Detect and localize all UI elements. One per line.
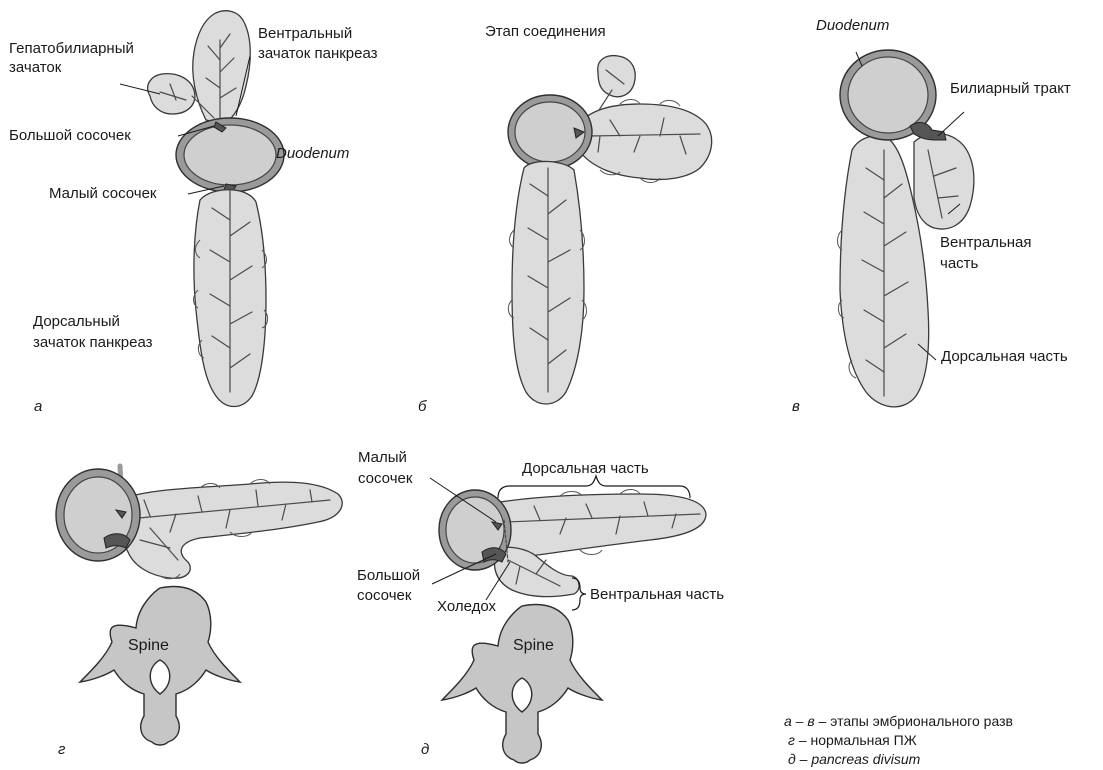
panel-v-dorsal-label: Дорсальная часть xyxy=(941,347,1068,367)
panel-d-letter: д xyxy=(421,740,429,760)
panel-a-hepatobiliary-label-1: Гепатобилиарный xyxy=(9,39,134,59)
panel-a-major-papilla-label: Большой сосочек xyxy=(9,126,131,146)
legend-row-3: д – pancreas divisum xyxy=(788,749,920,769)
panel-d-dorsal-label: Дорсальная часть xyxy=(522,459,649,479)
legend-text-1: этапы эмбрионального разв xyxy=(830,713,1013,729)
panel-a-letter: а xyxy=(34,397,42,417)
panel-a-dorsal-label-1: Дорсальный xyxy=(33,312,120,332)
panel-v-biliary-tract-label: Билиарный тракт xyxy=(950,79,1071,99)
panel-d-minor-papilla-label-2: сосочек xyxy=(358,469,412,489)
legend-text-3: pancreas divisum xyxy=(811,751,920,767)
panel-d-major-papilla-label-1: Большой xyxy=(357,566,420,586)
panel-g-letter: г xyxy=(58,740,65,760)
panel-g-drawing xyxy=(56,466,342,745)
legend-row-1: а – в – этапы эмбрионального разв xyxy=(784,711,1013,731)
panel-d-spine-label: Spine xyxy=(513,636,554,656)
legend-text-2: нормальная ПЖ xyxy=(810,732,916,748)
panel-v-ventral-label-1: Вентральная xyxy=(940,233,1032,253)
legend-key-3: д xyxy=(788,751,796,767)
panel-v-duodenum-label: Duodenum xyxy=(816,16,889,36)
panel-a-ventral-label-1: Вентральный xyxy=(258,24,352,44)
panel-g-spine-label: Spine xyxy=(128,636,169,656)
panel-a-dorsal-label-2: зачаток панкреаз xyxy=(33,333,153,353)
panel-b-letter: б xyxy=(418,397,426,417)
panel-a-duodenum-label: Duodenum xyxy=(276,144,349,164)
panel-v-ventral-label-2: часть xyxy=(940,254,978,274)
panel-a-hepatobiliary-label-2: зачаток xyxy=(9,58,61,78)
panel-b-fusion-stage-label: Этап соединения xyxy=(485,22,606,42)
panel-b-drawing xyxy=(508,56,712,404)
panel-d-ventral-label: Вентральная часть xyxy=(590,585,724,605)
legend-key-2: г xyxy=(788,732,795,748)
panel-d-minor-papilla-label-1: Малый xyxy=(358,448,407,468)
panel-d-major-papilla-label-2: сосочек xyxy=(357,586,411,606)
panel-v-letter: в xyxy=(792,397,800,417)
panel-a-hepatobiliary-bud xyxy=(148,74,195,114)
legend-key-1: а – в xyxy=(784,713,815,729)
panel-a-minor-papilla-label: Малый сосочек xyxy=(49,184,157,204)
panel-a-ventral-label-2: зачаток панкреаз xyxy=(258,44,378,64)
panel-d-choledochus-label: Холедох xyxy=(437,597,496,617)
legend-row-2: г – нормальная ПЖ xyxy=(788,730,917,750)
panel-d-drawing xyxy=(430,476,706,763)
panel-a-ventral-bud xyxy=(193,11,251,124)
